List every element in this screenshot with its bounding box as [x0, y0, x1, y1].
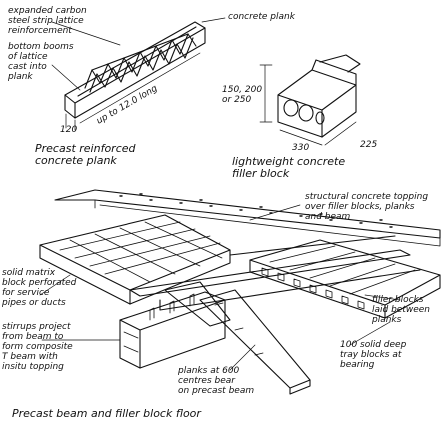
lattice-label: expanded carbon steel strip lattice rein…: [8, 6, 87, 36]
precast-plank-drawing: [51, 17, 226, 131]
bottom-booms-label: bottom booms of lattice cast into plank: [8, 42, 74, 82]
floor-drawing: [39, 189, 441, 395]
filler-blocks-label: filler blocks laid between planks: [372, 295, 431, 325]
filler-block-caption: lightweight concrete filler block: [232, 155, 346, 180]
plank-width-label: 120: [60, 125, 78, 135]
tray-blocks-label: 100 solid deep tray blocks at bearing: [340, 340, 407, 370]
solid-matrix-label: solid matrix block perforated for servic…: [2, 268, 77, 308]
block-width-label: 225: [360, 140, 378, 150]
block-height-label: 150, 200 or 250: [222, 85, 263, 105]
topping-label: structural concrete topping over filler …: [305, 192, 429, 222]
precast-plank-caption: Precast reinforced concrete plank: [35, 142, 136, 167]
main-caption: Precast beam and filler block floor: [12, 407, 201, 420]
concrete-plank-label: concrete plank: [228, 12, 295, 22]
planks-centres-label: planks at 600 centres bear on precast be…: [178, 366, 255, 396]
filler-block-drawing: [259, 54, 361, 146]
block-length-label: 330: [292, 143, 310, 153]
stirrups-label: stirrups project from beam to form compo…: [2, 322, 73, 372]
